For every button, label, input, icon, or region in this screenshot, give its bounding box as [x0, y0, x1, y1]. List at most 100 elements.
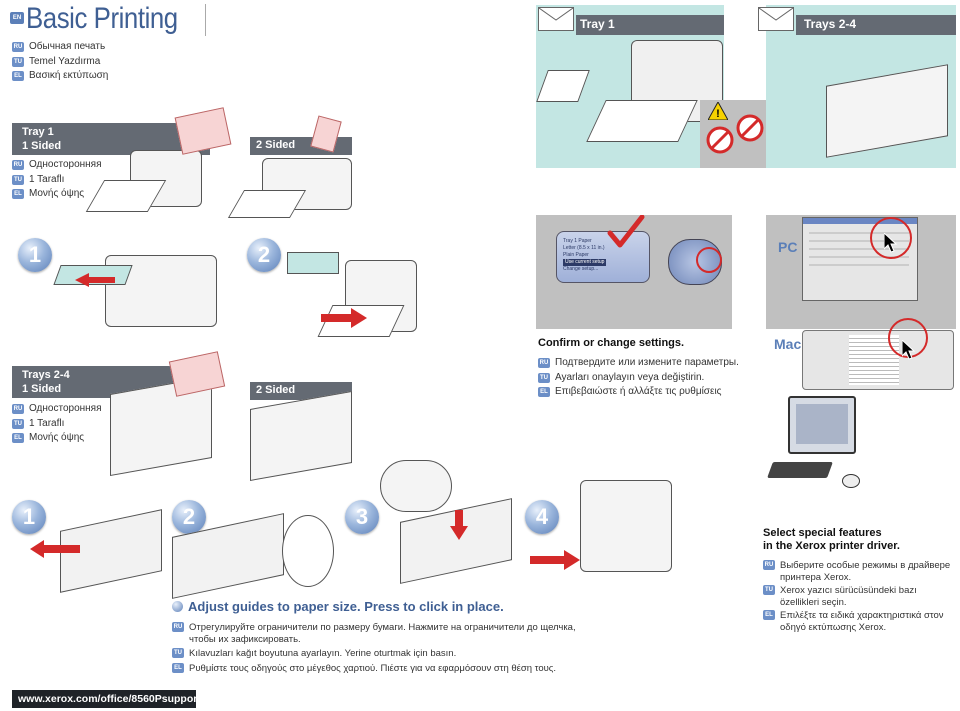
tray1-paper-2sided — [227, 190, 307, 218]
dialog-titlebar — [803, 218, 917, 224]
page-title: Basic Printing — [26, 2, 178, 35]
guide-closeup — [282, 515, 334, 587]
tray1-label: Tray 1 — [580, 17, 615, 31]
no-envelope-icon-2 — [736, 114, 764, 147]
envelope-stack — [536, 70, 590, 102]
monitor-screen — [796, 404, 848, 444]
trays24-bar — [796, 15, 956, 35]
tray1-step1-illustration — [53, 245, 217, 335]
step-1-badge: 1 — [12, 500, 46, 534]
computer-illustration — [767, 392, 870, 502]
red-arrow-icon — [450, 510, 468, 545]
envelope-icon — [758, 7, 794, 31]
tray-drawer — [172, 513, 284, 599]
mouse — [842, 474, 860, 488]
trays24-1sided-title: Trays 2-4 1 Sided — [22, 369, 70, 395]
step-3-badge: 3 — [345, 500, 379, 534]
tray1-feed — [586, 100, 698, 142]
trays24-step1-illustration — [30, 509, 162, 593]
red-arrow-icon — [30, 540, 80, 563]
warning-icon: ! — [707, 100, 729, 125]
bullet-icon — [172, 601, 183, 612]
mac-driver-panel: Mac — [766, 318, 956, 405]
trays24-step3-illustration — [380, 460, 512, 584]
pc-highlight-circle — [870, 217, 912, 259]
footer-url[interactable]: www.xerox.com/office/8560Psupport — [18, 693, 201, 705]
lcd-screen: Tray 1 Paper Letter (8.5 x 11 in.) Plain… — [556, 231, 650, 283]
paper-sheet-icon — [168, 351, 226, 397]
step-4-badge: 4 — [525, 500, 559, 534]
ok-button-highlight[interactable] — [696, 247, 722, 273]
title-divider — [205, 4, 206, 36]
checkmark-icon — [606, 214, 646, 256]
trays24-panel: Trays 2-4 — [758, 5, 956, 168]
pc-label: PC — [778, 239, 798, 255]
tray1-bar — [576, 15, 724, 35]
printer-body — [580, 480, 672, 572]
footer-url-bar[interactable]: www.xerox.com/office/8560Psupport — [12, 690, 201, 708]
monitor — [788, 396, 856, 454]
trays24-2sided-label: 2 Sided — [256, 384, 296, 396]
lcd-option-other[interactable]: Change setup... — [563, 266, 599, 272]
keyboard — [767, 462, 833, 478]
red-arrow-icon — [321, 308, 367, 333]
envelope-icon — [538, 7, 574, 31]
tray-flap — [287, 252, 339, 274]
driver-main: Select special features in the Xerox pri… — [763, 527, 900, 552]
no-envelope-icon-1 — [706, 126, 734, 159]
tray1-step2-illustration — [285, 250, 417, 345]
no-envelope-panel: ! — [700, 100, 766, 168]
control-panel: Tray 1 Paper Letter (8.5 x 11 in.) Plain… — [536, 214, 732, 329]
step-2-badge: 2 — [172, 500, 206, 534]
step-2-badge: 2 — [247, 238, 281, 272]
lang-badge-en: EN — [10, 12, 24, 24]
tray1-1sided-title: Tray 1 1 Sided — [22, 126, 62, 152]
guide-closeup — [380, 460, 452, 512]
red-arrow-icon — [75, 273, 115, 292]
lcd-option-selected[interactable]: Use current setup — [563, 259, 607, 266]
trays24-step4-illustration — [530, 480, 680, 590]
step-1-badge: 1 — [18, 238, 52, 272]
confirm-main: Confirm or change settings. — [538, 337, 685, 349]
tray1-2sided-label: 2 Sided — [256, 139, 296, 151]
paper-sheet-icon — [174, 107, 232, 155]
trays24-step2-illustration — [172, 513, 334, 599]
tray-drawer-illustration — [826, 64, 948, 158]
mac-dialog-window — [802, 330, 954, 390]
mac-label: Mac — [774, 336, 802, 352]
svg-text:!: ! — [716, 108, 720, 120]
trays24-drawer-2sided — [250, 391, 352, 481]
cursor-arrow-icon — [901, 338, 916, 365]
guides-main: Adjust guides to paper size. Press to cl… — [188, 599, 504, 614]
tray1-panel: Tray 1 — [536, 5, 724, 168]
lcd-text: Tray 1 Paper Letter (8.5 x 11 in.) Plain… — [563, 238, 607, 272]
trays24-label: Trays 2-4 — [804, 17, 857, 31]
red-arrow-icon — [530, 550, 580, 575]
cursor-arrow-icon — [883, 231, 898, 258]
pc-driver-panel: PC — [766, 215, 956, 329]
